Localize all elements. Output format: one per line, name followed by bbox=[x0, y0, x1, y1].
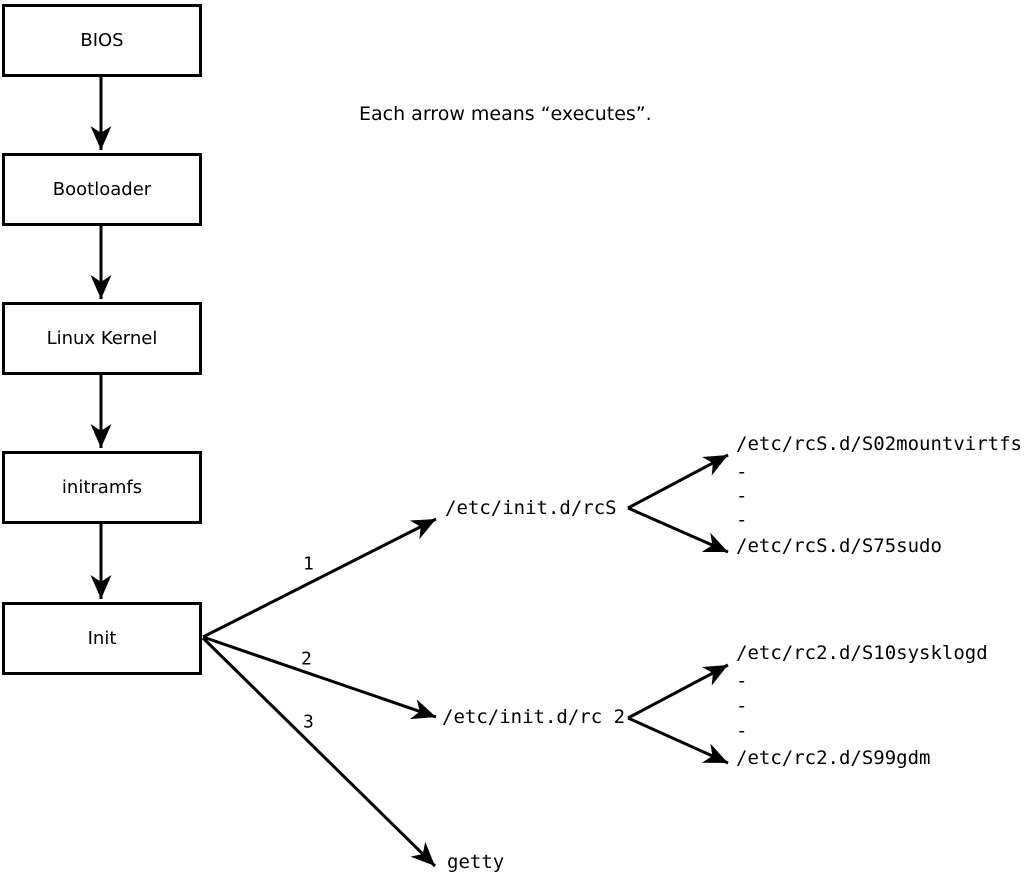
arrow-init-to-getty bbox=[201, 636, 437, 868]
box-bootloader-label: Bootloader bbox=[52, 179, 152, 200]
arrow-init-to-rcs bbox=[202, 517, 437, 639]
box-init: Init bbox=[2, 602, 202, 675]
target-getty: getty bbox=[447, 851, 505, 873]
rcs-child-first: /etc/rcS.d/S02mountvirtfs bbox=[736, 433, 1022, 455]
rcs-ellipsis-dash: - bbox=[736, 461, 748, 483]
arrow-rc2-to-first-script bbox=[627, 663, 729, 720]
branch-number-1: 1 bbox=[303, 553, 314, 575]
target-rcs-script: /etc/init.d/rcS bbox=[445, 497, 617, 519]
box-bios-label: BIOS bbox=[80, 30, 124, 51]
rcs-ellipsis-dash: - bbox=[736, 509, 748, 531]
arrow-rcs-to-first-script bbox=[627, 453, 729, 510]
branch-number-2: 2 bbox=[301, 648, 312, 670]
branch-number-3: 3 bbox=[303, 711, 314, 733]
rc2-child-first: /etc/rc2.d/S10sysklogd bbox=[736, 642, 988, 664]
legend-note: Each arrow means “executes”. bbox=[359, 103, 652, 125]
rcs-child-last: /etc/rcS.d/S75sudo bbox=[736, 535, 942, 557]
arrow-rcs-to-last-script bbox=[627, 506, 729, 554]
rc2-ellipsis-dash: - bbox=[736, 670, 748, 692]
rc2-ellipsis-dash: - bbox=[736, 720, 748, 742]
box-initramfs-label: initramfs bbox=[61, 477, 143, 498]
rcs-ellipsis-dash: - bbox=[736, 485, 748, 507]
arrow-init-to-rc2 bbox=[202, 635, 437, 720]
rc2-ellipsis-dash: - bbox=[736, 695, 748, 717]
box-init-label: Init bbox=[87, 628, 117, 649]
box-linux-kernel: Linux Kernel bbox=[2, 302, 202, 375]
box-bootloader: Bootloader bbox=[2, 153, 202, 226]
box-initramfs: initramfs bbox=[2, 451, 202, 524]
target-rc2-script: /etc/init.d/rc 2 bbox=[442, 706, 626, 728]
box-bios: BIOS bbox=[2, 4, 202, 77]
rc2-child-last: /etc/rc2.d/S99gdm bbox=[736, 747, 931, 769]
box-linux-kernel-label: Linux Kernel bbox=[46, 328, 158, 349]
arrow-rc2-to-last-script bbox=[627, 716, 729, 765]
